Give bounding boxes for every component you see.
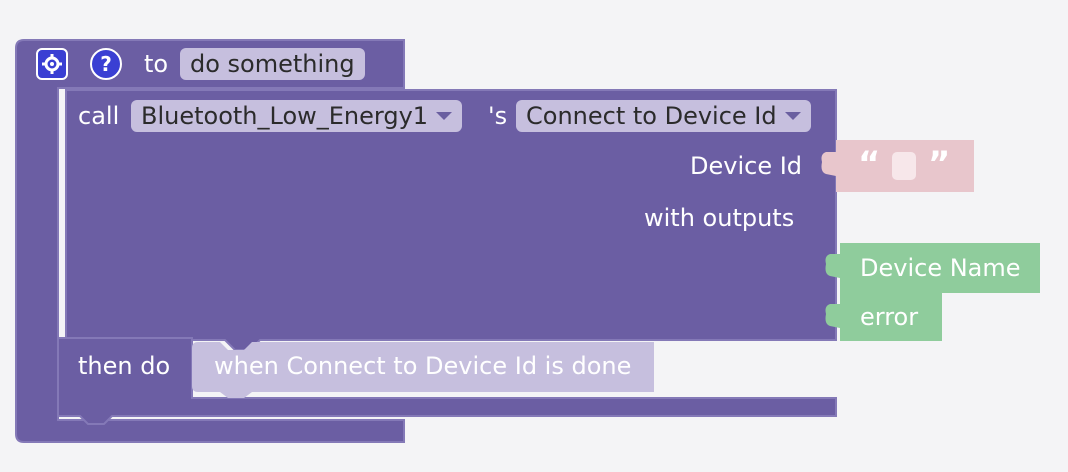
event-block-shape: [192, 342, 654, 398]
text-string-block[interactable]: “ ”: [836, 140, 974, 192]
method-dropdown-value: Connect to Device Id: [526, 102, 777, 130]
device-id-param-label: Device Id: [690, 152, 803, 180]
to-label: to: [144, 50, 169, 78]
gear-icon[interactable]: [36, 48, 68, 80]
component-dropdown[interactable]: Bluetooth_Low_Energy1: [131, 100, 463, 132]
method-dropdown[interactable]: Connect to Device Id: [516, 100, 811, 132]
call-label: call: [78, 102, 120, 130]
possessive-label: 's: [488, 102, 508, 130]
text-value-field[interactable]: [892, 152, 916, 180]
with-outputs-label: with outputs: [644, 204, 795, 232]
chevron-down-icon[interactable]: [436, 112, 453, 120]
help-icon[interactable]: ?: [90, 48, 122, 80]
output-error-label: error: [860, 303, 919, 331]
event-block[interactable]: when Connect to Device Id is done: [214, 354, 631, 378]
output-device-name-label: Device Name: [860, 254, 1021, 282]
chevron-down-icon[interactable]: [784, 112, 801, 120]
output-tab: [825, 254, 840, 278]
socket-tab: [821, 152, 836, 176]
procedure-name-field[interactable]: do something: [180, 48, 365, 80]
gear-glyph: [42, 54, 62, 74]
component-dropdown-value: Bluetooth_Low_Energy1: [141, 102, 429, 130]
output-error-block[interactable]: error: [840, 293, 942, 341]
open-quote-icon: “: [858, 144, 881, 184]
then-do-label: then do: [78, 352, 171, 380]
event-block-label: when Connect to Device Id is done: [214, 352, 632, 380]
output-device-name-block[interactable]: Device Name: [840, 243, 1040, 293]
output-tab: [825, 304, 840, 328]
close-quote-icon: ”: [928, 144, 951, 184]
